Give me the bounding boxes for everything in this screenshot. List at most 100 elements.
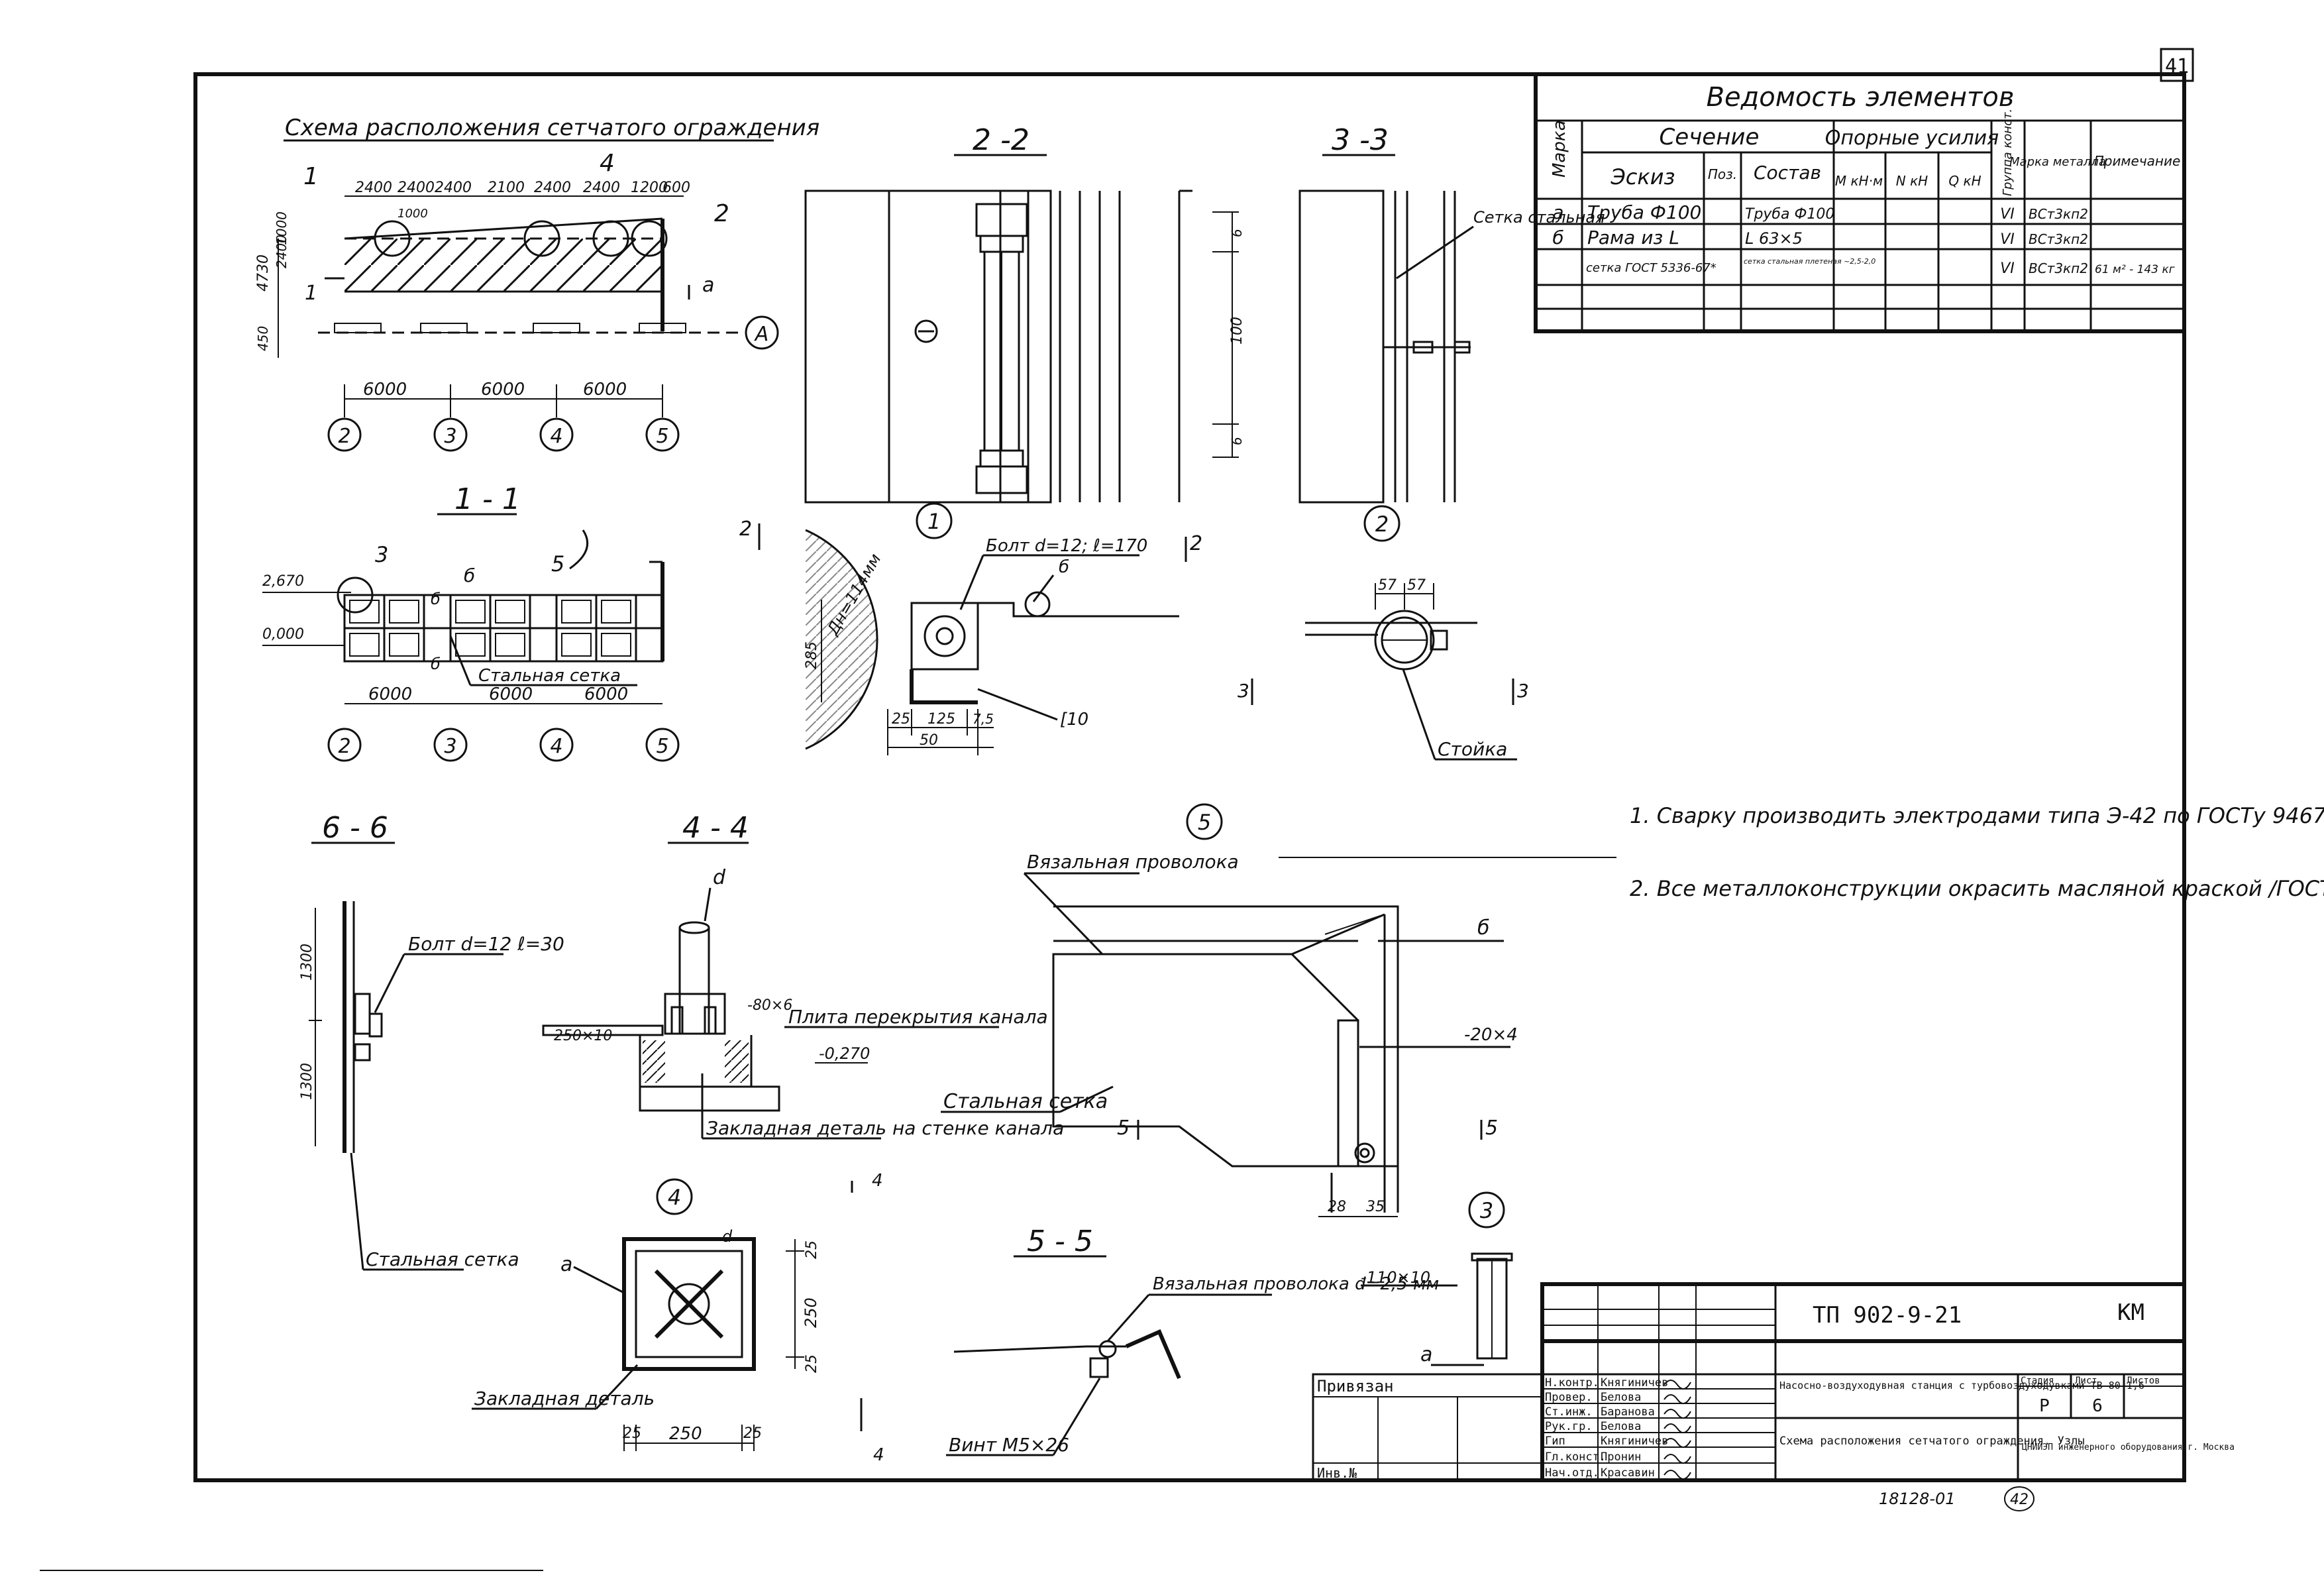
dim-text: 6 xyxy=(1229,437,1245,445)
bay-dim: 6000 xyxy=(481,380,525,400)
node-3-detail: 3 -110×10 а xyxy=(1361,1191,1513,1366)
section-title: 1 - 1 xyxy=(454,482,521,516)
stadia-value: Р xyxy=(2039,1396,2050,1416)
axis-bubble xyxy=(433,728,468,762)
signatures xyxy=(1664,1380,1691,1480)
pos-5: 5 xyxy=(551,551,564,576)
cut-3-left: 3 xyxy=(1238,680,1249,702)
section-3-3: 3 -3 Сетка стальная 2 xyxy=(1298,123,1605,542)
list-header: Лист xyxy=(2075,1376,2097,1386)
post-label: Стойка xyxy=(1438,738,1507,760)
table-row: а Труба Ф100 Труба Ф100 VI ВСт3кп2 xyxy=(1552,201,2088,223)
axis-A-label: А xyxy=(754,323,769,346)
plate-label: -80×6 xyxy=(747,997,792,1014)
col-header: Опорные усилия xyxy=(1825,127,1999,150)
note-2: 2. Все металлоконструкции окрасить масля… xyxy=(1630,876,2324,901)
privyazan-label: Привязан xyxy=(1317,1377,1394,1395)
cell-eskiz: сетка ГОСТ 5336-67* xyxy=(1586,261,1717,275)
role: Нач.отд. xyxy=(1545,1466,1599,1480)
dim-text: 2400 xyxy=(355,180,392,196)
role: Н.контр. xyxy=(1545,1376,1599,1390)
elev-top: 2,670 xyxy=(262,573,304,590)
cut-2-left: 2 xyxy=(739,518,752,541)
section-6-6: 6 - 6 Болт d=12 ℓ=30 1300 1300 Стальная … xyxy=(299,811,564,1271)
dim-text: 35 xyxy=(1366,1199,1385,1215)
cell-marka: б xyxy=(1552,227,1563,248)
node-bubble-4 xyxy=(656,1178,693,1215)
section-1-1: 1 - 1 3 5 б 2,670 0,000 б б Ст xyxy=(262,482,680,762)
cell-metal: ВСт3кп2 xyxy=(2029,260,2088,276)
axis-bubble xyxy=(645,728,680,762)
col-header: Группа конст. xyxy=(2001,109,2015,196)
bolt-label: Болт d=12; ℓ=170 xyxy=(986,536,1147,556)
dim-text: 2400 xyxy=(397,180,435,196)
cell-eskiz: Рама из L xyxy=(1587,227,1679,248)
cut-2-right: 2 xyxy=(1190,532,1202,555)
name: Красавин xyxy=(1601,1466,1655,1480)
cell-metal: ВСт3кп2 xyxy=(2029,231,2088,247)
cell-gruppa: VI xyxy=(2000,260,2015,277)
cut-5-right: 5 xyxy=(1485,1117,1498,1140)
cell-prim: 61 м² - 143 кг xyxy=(2095,263,2175,276)
name: Княгиничев xyxy=(1601,1376,1668,1390)
cell-sostav: L 63×5 xyxy=(1745,229,1803,248)
dim-text: 6 xyxy=(1229,229,1245,237)
dim-text: 4730 xyxy=(255,254,272,292)
section-title: 6 - 6 xyxy=(322,811,388,845)
node-bubble-1 xyxy=(916,502,953,539)
dim-text: 1200 xyxy=(631,180,668,196)
node-bubble-2 xyxy=(1363,505,1400,542)
mark-a: а xyxy=(560,1253,572,1276)
cut-6-bottom: б xyxy=(431,655,441,673)
dim-text: 25 xyxy=(804,1240,820,1259)
dim-text: 600 xyxy=(662,180,690,196)
node-5-detail: 5 Вязальная проволока б -20×4 Стальная с… xyxy=(941,803,1518,1217)
mark-b: б xyxy=(1477,916,1490,940)
cell-sostav: сетка стальная плетеная ~2,5-2,0 xyxy=(1744,257,1875,266)
col-header: Поз. xyxy=(1708,166,1737,182)
plate-label: 250×10 xyxy=(554,1028,612,1044)
bolt-assembly xyxy=(975,203,1028,494)
role: Гип xyxy=(1545,1435,1565,1448)
screw-label: Винт М5×26 xyxy=(949,1434,1069,1456)
name: Белова xyxy=(1601,1420,1641,1433)
cut-4-label: 4 xyxy=(873,1445,884,1465)
axis-bubble xyxy=(327,417,362,452)
listov-header: Листов xyxy=(2127,1376,2160,1386)
name: Белова xyxy=(1601,1391,1641,1404)
axis-bubble xyxy=(327,728,362,762)
cut-5-left: 5 xyxy=(1117,1117,1130,1140)
axis-label: 5 xyxy=(656,735,668,758)
col-header: N кН xyxy=(1896,173,1928,189)
drawing-frame xyxy=(40,72,2186,1571)
role: Провер. xyxy=(1545,1391,1593,1404)
axis-label: 2 xyxy=(338,425,350,448)
role: Гл.конст. xyxy=(1545,1450,1606,1464)
section-5-5: 5 - 5 Вязальная проволока d=2,5 мм Винт … xyxy=(946,1225,1439,1456)
name: Пронин xyxy=(1601,1450,1641,1464)
col-header: Сечение xyxy=(1660,124,1760,150)
dim-text: 2100 xyxy=(488,180,525,196)
dim-text: 57 xyxy=(1407,577,1426,594)
mark-b: б xyxy=(1059,557,1069,577)
cut-6-top: б xyxy=(431,590,441,608)
cell-marka: а xyxy=(1552,201,1563,223)
section-title: 2 -2 xyxy=(973,123,1030,157)
axis-label: 2 xyxy=(338,735,350,758)
embedded-label: Закладная деталь на стенке канала xyxy=(706,1117,1064,1139)
object-name: Насосно-воздуходувная станция с турбовоз… xyxy=(1779,1380,2144,1391)
pipe-d-label: d xyxy=(722,1227,733,1246)
dim-text: 25 xyxy=(892,711,910,728)
dim-text: 1300 xyxy=(299,1063,315,1100)
axis-A-bubble xyxy=(745,315,779,350)
pos-2: 2 xyxy=(714,200,729,227)
cut-1-label: 1 xyxy=(305,282,317,305)
dim-text: 25 xyxy=(623,1425,641,1442)
axis-bubble xyxy=(539,728,574,762)
bay-dim: 6000 xyxy=(489,684,533,704)
dim-text: 2400 xyxy=(274,235,290,268)
steel-mesh-label: Стальная сетка xyxy=(478,666,621,686)
name: Баранова xyxy=(1601,1405,1655,1419)
axis-bubble xyxy=(645,417,680,452)
page-number: 42 xyxy=(2010,1492,2029,1508)
